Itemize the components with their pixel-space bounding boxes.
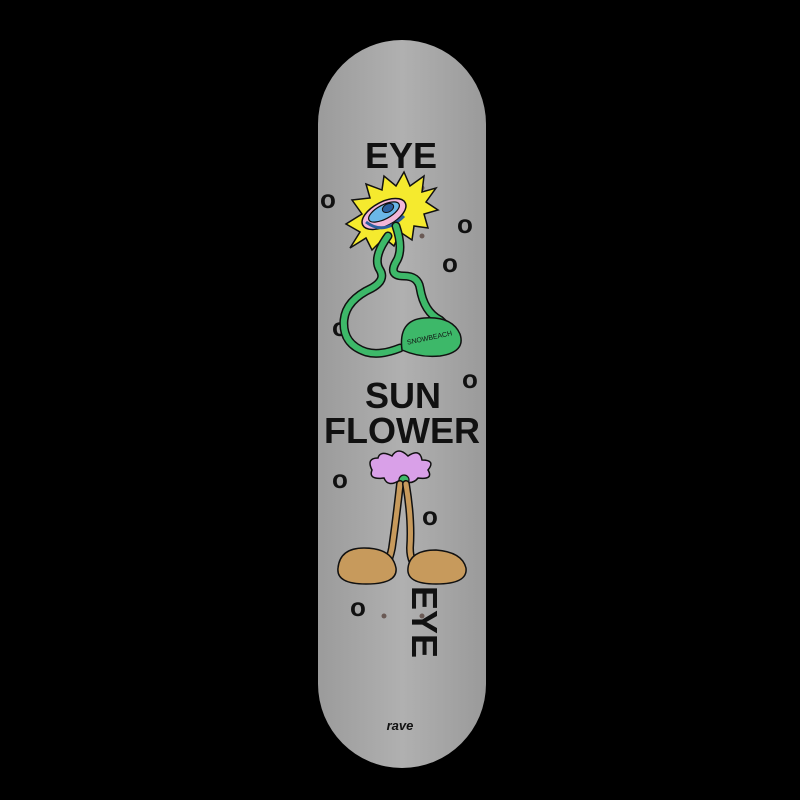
bubble-letter: o — [332, 464, 348, 494]
sunflower-leaf — [400, 317, 462, 358]
middle-word-line-2: FLOWER — [324, 410, 480, 451]
bubble-letter: o — [442, 248, 458, 278]
bubble-letter: o — [457, 209, 473, 239]
flower-pod-right — [407, 549, 467, 585]
top-word: EYE — [365, 135, 437, 176]
bubble-letter: o — [350, 592, 366, 622]
mushroom-flower-illustration — [337, 450, 467, 585]
brand-logo: rave — [387, 718, 414, 733]
bubble-letter: o — [320, 184, 336, 214]
bubble-letter: o — [462, 364, 478, 394]
bubble-letter: o — [422, 501, 438, 531]
flower-pod-left — [337, 547, 397, 585]
flower-petals — [369, 450, 432, 485]
bottom-word-rotated: EYE — [404, 586, 445, 658]
middle-word-line-1: SUN — [365, 375, 441, 416]
eye-sunflower-illustration: SNOWBEACH — [339, 170, 462, 358]
